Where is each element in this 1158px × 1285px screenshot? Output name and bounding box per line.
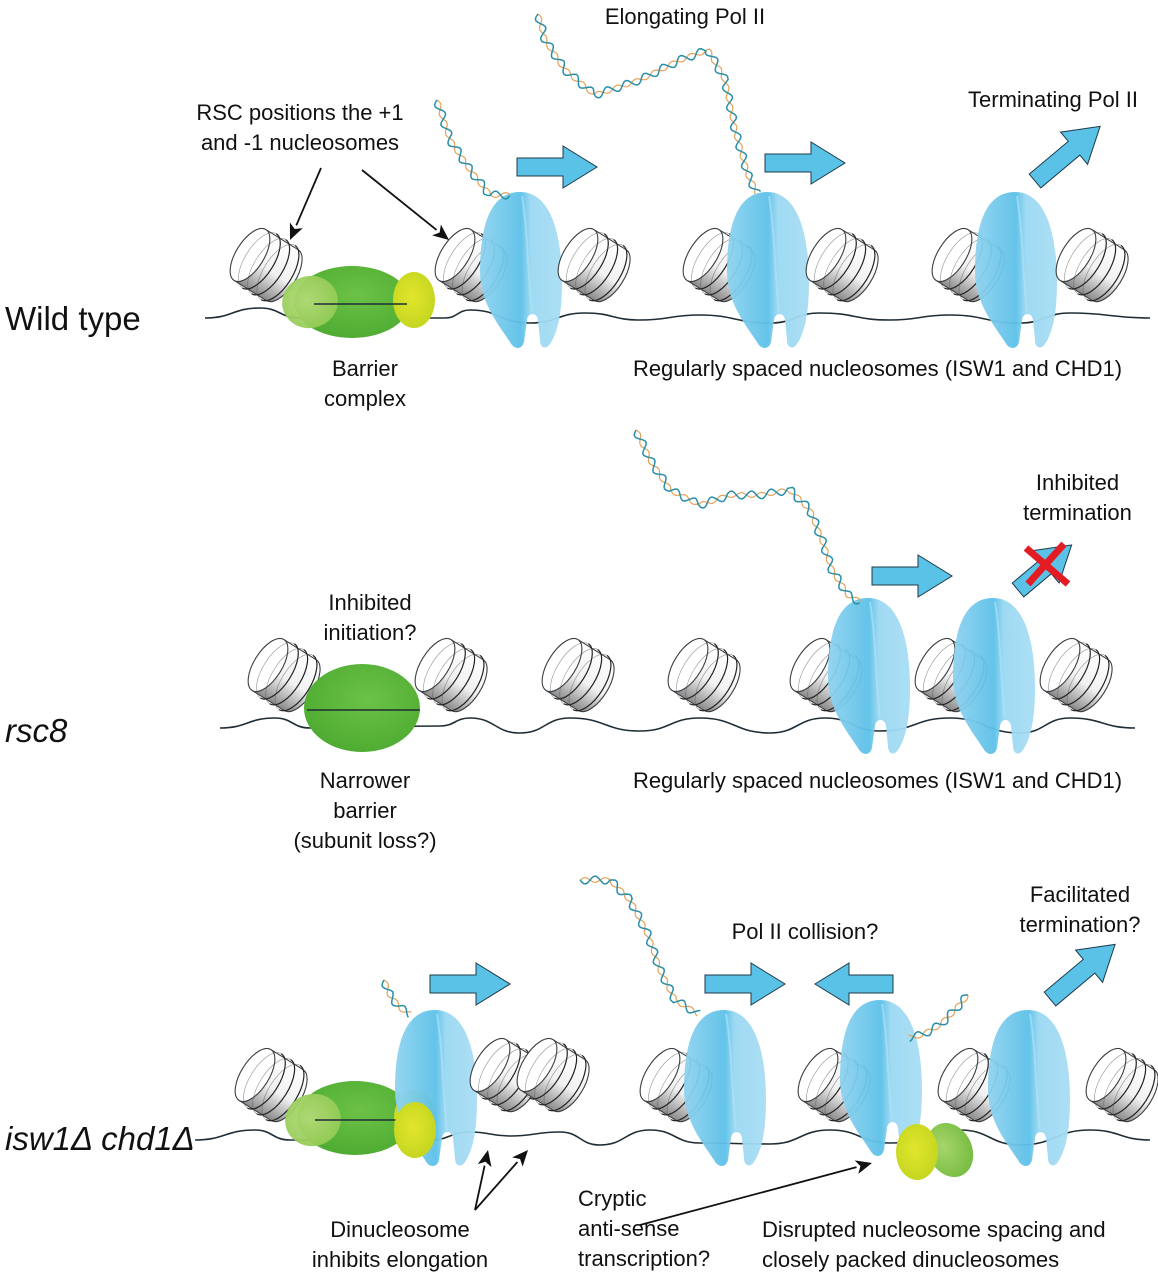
pointer-arrow-to-plus1-nucleosome (361, 169, 449, 240)
direction-arrow-icon (1043, 943, 1116, 1007)
row-label-wild-type: Wild type (5, 300, 141, 337)
elongating-polII-label: Elongating Pol II (604, 4, 766, 29)
nucleosome-icon (805, 227, 879, 303)
facilitated-termination-label: Facilitated termination? (1019, 882, 1141, 937)
barrier-remnant-icon (896, 1122, 974, 1180)
pol-ii-icon (828, 598, 910, 754)
nucleosome-icon (667, 637, 741, 713)
inhibited-initiation-label: Inhibited initiation? (323, 590, 417, 645)
barrier-complex-label: Barrier complex (324, 356, 406, 411)
rna-transcript-icon (534, 13, 762, 195)
rna-transcript-icon (908, 994, 969, 1043)
rna-transcript-icon (381, 979, 412, 1018)
direction-arrow-icon (429, 962, 511, 1006)
terminating-polII-label: Terminating Pol II (968, 87, 1138, 112)
direction-arrow-icon (764, 141, 846, 185)
direction-arrow-icon (516, 145, 598, 189)
pol-ii-icon (480, 192, 562, 348)
row-label-isw1-chd1: isw1Δ chd1Δ (5, 1120, 195, 1157)
pol-ii-icon (988, 1010, 1070, 1166)
rna-transcript-icon (579, 875, 701, 1017)
pol-ii-icon (840, 1000, 922, 1156)
blocked-cross-icon (1023, 541, 1071, 587)
nucleosome-icon (229, 227, 303, 303)
nucleosome-icon (557, 227, 631, 303)
polII-collision-label: Pol II collision? (731, 919, 879, 944)
objects-layer (229, 13, 1158, 1166)
disrupted-spacing-label: Disrupted nucleosome spacing and closely… (762, 1217, 1106, 1272)
dinucleosome-label: Dinucleosome inhibits elongation (311, 1217, 489, 1272)
pol-ii-icon (684, 1010, 766, 1166)
cryptic-antisense-label: Cryptic anti-sense transcription? (578, 1186, 711, 1271)
pol-ii-icon (953, 598, 1035, 754)
rna-transcript-icon (633, 429, 862, 605)
barrier-complex-icon (304, 664, 420, 752)
nucleosome-icon (541, 637, 615, 713)
inhibited-termination-label: Inhibited termination (1023, 470, 1132, 525)
rna-transcript-icon (433, 99, 511, 200)
direction-arrow-icon (704, 962, 786, 1006)
nucleosome-icon (1085, 1047, 1158, 1123)
foreground-layer (289, 125, 1116, 1226)
nucleosome-icon (247, 637, 321, 713)
regular-spacing-label-wt: Regularly spaced nucleosomes (ISW1 and C… (632, 356, 1123, 381)
pol-ii-icon (975, 192, 1057, 348)
pointer-arrow-cryptic (639, 1160, 872, 1226)
barrier-subunit-icon (394, 1102, 436, 1158)
pol-ii-icon (727, 192, 809, 348)
regular-spacing-label-rsc8: Regularly spaced nucleosomes (ISW1 and C… (632, 768, 1123, 793)
nucleosome-icon (1039, 637, 1113, 713)
rsc-positions-label: RSC positions the +1 and -1 nucleosomes (196, 100, 404, 155)
narrower-barrier-label: Narrower barrier (subunit loss?) (293, 768, 437, 853)
row-label-rsc8: rsc8 (5, 712, 68, 749)
direction-arrow-icon (814, 962, 894, 1006)
pointer-arrow-to-minus1-nucleosome (289, 167, 322, 240)
nucleosome-icon (1055, 227, 1129, 303)
barrier-complex-icon (282, 266, 435, 338)
direction-arrow-icon (871, 554, 953, 598)
pointer-arrow-to-dinucleosome-2 (474, 1150, 528, 1211)
nucleosome-icon (516, 1037, 590, 1113)
direction-arrow-icon (1028, 125, 1101, 189)
nucleosome-icon (414, 637, 488, 713)
pointer-arrow-to-dinucleosome-1 (474, 1150, 492, 1211)
